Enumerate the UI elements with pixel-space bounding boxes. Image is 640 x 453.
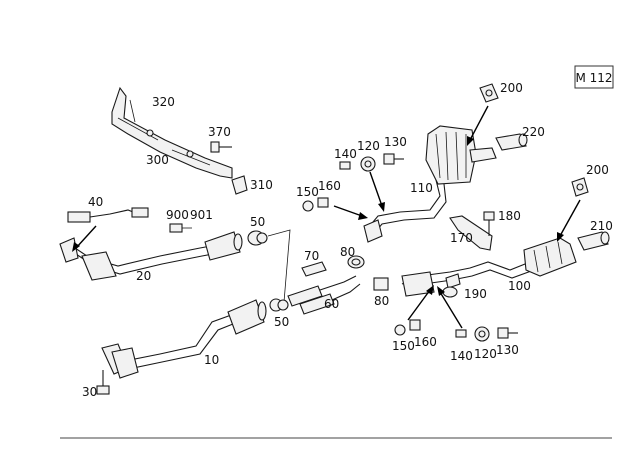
arrow-200-upper xyxy=(467,105,489,146)
model-tag-text: M 112 xyxy=(575,71,612,85)
clamp-80-upper xyxy=(347,255,365,269)
callout-180: 180 xyxy=(498,209,521,223)
callout-300: 300 xyxy=(146,153,169,167)
callout-200-lower: 200 xyxy=(586,163,609,177)
arrow-120-upper xyxy=(369,171,385,212)
callout-170: 170 xyxy=(450,231,473,245)
clamp-50-upper xyxy=(247,230,268,246)
arrow-150-lower xyxy=(407,285,434,321)
hanger-upper xyxy=(339,153,404,172)
arrow-40 xyxy=(72,225,97,252)
callout-80-lower: 80 xyxy=(374,294,389,308)
callout-40: 40 xyxy=(88,195,103,209)
clip-310 xyxy=(231,175,248,195)
callout-220: 220 xyxy=(522,125,545,139)
center-pipe-110 xyxy=(363,179,447,243)
callout-120-lower: 120 xyxy=(474,347,497,361)
callout-10: 10 xyxy=(204,353,219,367)
callout-190: 190 xyxy=(464,287,487,301)
callout-140-lower: 140 xyxy=(450,349,473,363)
washer-upper xyxy=(302,197,329,212)
callout-150-upper: 150 xyxy=(296,185,319,199)
arrow-200-lower xyxy=(557,199,581,242)
callout-60: 60 xyxy=(324,297,339,311)
callout-140-upper: 140 xyxy=(334,147,357,161)
heat-shield-bracket xyxy=(111,86,233,179)
callout-210: 210 xyxy=(590,219,613,233)
leader-50 xyxy=(267,229,291,303)
callout-50-upper: 50 xyxy=(250,215,265,229)
hanger-lower xyxy=(455,326,518,342)
pointer-arrows xyxy=(72,105,581,329)
sensor-plug-900 xyxy=(169,223,192,233)
callout-200-upper: 200 xyxy=(500,81,523,95)
callout-310: 310 xyxy=(250,178,273,192)
oxygen-sensor xyxy=(67,207,149,223)
hanger-190 xyxy=(442,286,458,298)
bolt-30 xyxy=(96,370,110,395)
callout-70: 70 xyxy=(304,249,319,263)
callout-30: 30 xyxy=(82,385,97,399)
callout-50-lower: 50 xyxy=(274,315,289,329)
clamp-80-lower xyxy=(373,277,389,291)
front-pipe-10 xyxy=(101,299,267,379)
callout-160-upper: 160 xyxy=(318,179,341,193)
tailpipe-tip-210 xyxy=(577,231,610,251)
callout-20: 20 xyxy=(136,269,151,283)
callout-130-lower: 130 xyxy=(496,343,519,357)
arrow-120-lower xyxy=(437,286,463,329)
rubber-mount-200-upper xyxy=(479,83,499,103)
model-tag: M 112 xyxy=(574,65,614,89)
bolt-180 xyxy=(483,211,495,236)
callout-900: 900 xyxy=(166,208,189,222)
callout-370: 370 xyxy=(208,125,231,139)
bolt-370 xyxy=(210,141,232,153)
callout-130-upper: 130 xyxy=(384,135,407,149)
callout-901: 901 xyxy=(190,208,213,222)
rear-muffler-lower xyxy=(523,237,577,277)
rubber-mount-200-lower xyxy=(571,177,589,197)
callout-80-upper: 80 xyxy=(340,245,355,259)
tailpipe-tip-220 xyxy=(495,133,528,151)
callout-120-upper: 120 xyxy=(357,139,380,153)
front-pipe-20 xyxy=(59,231,243,281)
rear-muffler-upper xyxy=(425,125,497,185)
callout-110: 110 xyxy=(410,181,433,195)
bracket-70 xyxy=(301,261,327,277)
clamp-50-lower xyxy=(269,298,289,312)
rear-pipe-100 xyxy=(401,261,535,297)
callout-100: 100 xyxy=(508,279,531,293)
intermediate-pipe-60 xyxy=(287,275,361,315)
washer-lower xyxy=(394,319,421,336)
callout-150-lower: 150 xyxy=(392,339,415,353)
callout-160-lower: 160 xyxy=(414,335,437,349)
arrow-150-upper xyxy=(333,205,368,220)
bracket-170 xyxy=(449,215,493,251)
callout-320: 320 xyxy=(152,95,175,109)
callout-labels: 320 370 300 310 40 900 901 20 50 50 10 3… xyxy=(82,81,613,399)
